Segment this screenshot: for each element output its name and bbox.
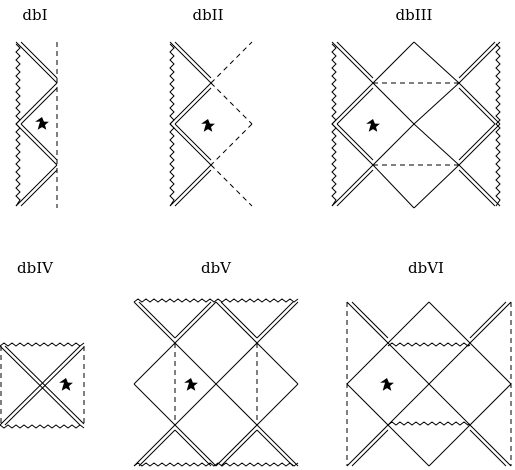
singularity-bottom (0, 424, 85, 429)
star-icon (184, 378, 198, 391)
horizon-lines (15, 41, 58, 207)
panel-dbI: dbI (15, 6, 58, 208)
label-dbII: dbII (192, 6, 223, 24)
dashed-boundary (210, 41, 253, 207)
star-icon (59, 378, 73, 391)
star-icon (201, 119, 215, 132)
label-dbI: dbI (22, 6, 47, 24)
horizon-lines (331, 41, 501, 209)
horizon-lines (133, 301, 299, 467)
panel-dbV: dbV (133, 259, 299, 467)
horizon-lines (169, 41, 212, 207)
panel-dbVI: dbVI (346, 259, 512, 467)
label-dbV: dbV (201, 259, 232, 277)
label-dbIV: dbIV (17, 259, 54, 277)
horizon-lines (0, 345, 85, 426)
singularity-right (495, 43, 501, 207)
singularity-top (0, 342, 85, 347)
dashed-identifications (174, 343, 258, 425)
panel-dbIII: dbIII (331, 6, 501, 209)
star-icon (366, 119, 380, 132)
star-icon (35, 117, 49, 130)
singularity-bottom (133, 462, 299, 467)
panel-dbIV: dbIV (0, 259, 85, 429)
label-dbIII: dbIII (396, 6, 433, 24)
singularity-lower (387, 421, 471, 426)
singularity-top (133, 298, 299, 303)
label-dbVI: dbVI (408, 259, 444, 277)
star-icon (380, 378, 394, 391)
panel-dbII: dbII (169, 6, 253, 207)
horizon-lines (346, 301, 512, 467)
singularity-upper (387, 342, 471, 347)
